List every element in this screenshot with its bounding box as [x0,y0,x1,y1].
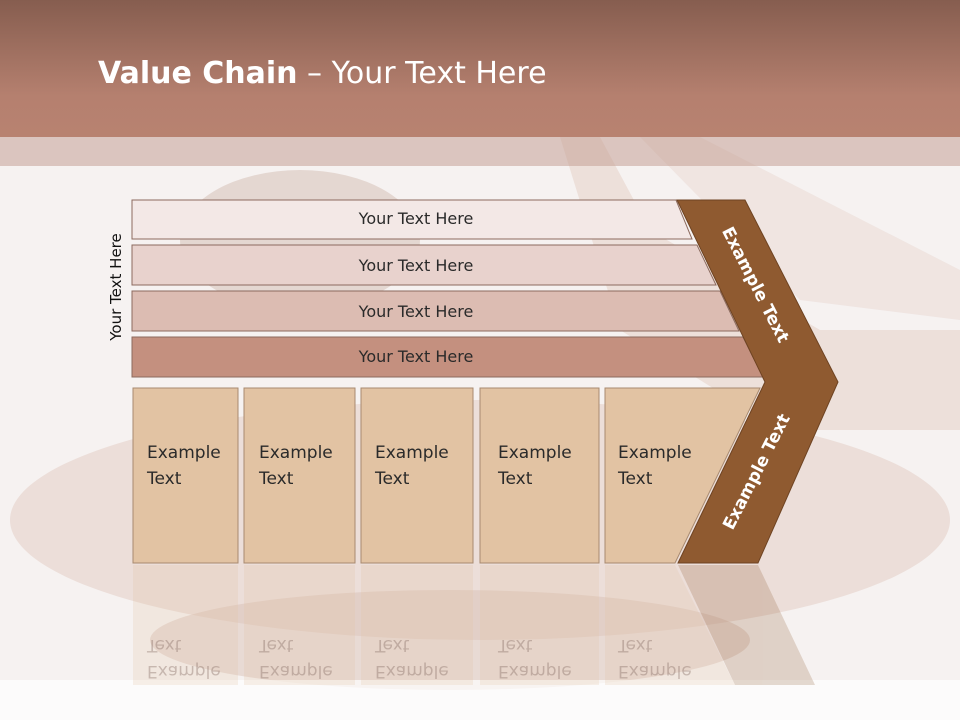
box-4-line-1: Example [498,443,572,463]
row-bar-2 [131,244,717,286]
title-bold: Value Chain [98,56,298,91]
row-label-1: Your Text Here [358,209,474,228]
activity-box-4 [479,387,600,564]
margin-chevron [676,199,839,564]
row-label-3: Your Text Here [358,302,474,321]
box-3-line-2: Text [375,469,410,489]
box-1-line-1: Example [147,443,221,463]
box-5-line-2: Text [618,469,653,489]
activity-box-5 [604,387,761,564]
row-label-4: Your Text Here [358,347,474,366]
box-3-line-1: Example [375,443,449,463]
row-label-2: Your Text Here [358,256,474,275]
header-band [0,137,960,166]
header-bar [0,0,960,137]
page-title: Value Chain – Your Text Here [98,56,547,92]
activity-box-2 [243,387,356,564]
activity-box-3 [360,387,474,564]
row-bar-3 [131,290,740,332]
box-2-line-2: Text [259,469,294,489]
row-bar-1 [131,199,693,240]
box-4-line-2: Text [498,469,533,489]
box-5-line-1: Example [618,443,692,463]
box-2-line-1: Example [259,443,333,463]
box-1-line-2: Text [147,469,182,489]
activity-box-1 [132,387,239,564]
title-rest: – Your Text Here [297,56,547,91]
reflection [133,565,815,685]
